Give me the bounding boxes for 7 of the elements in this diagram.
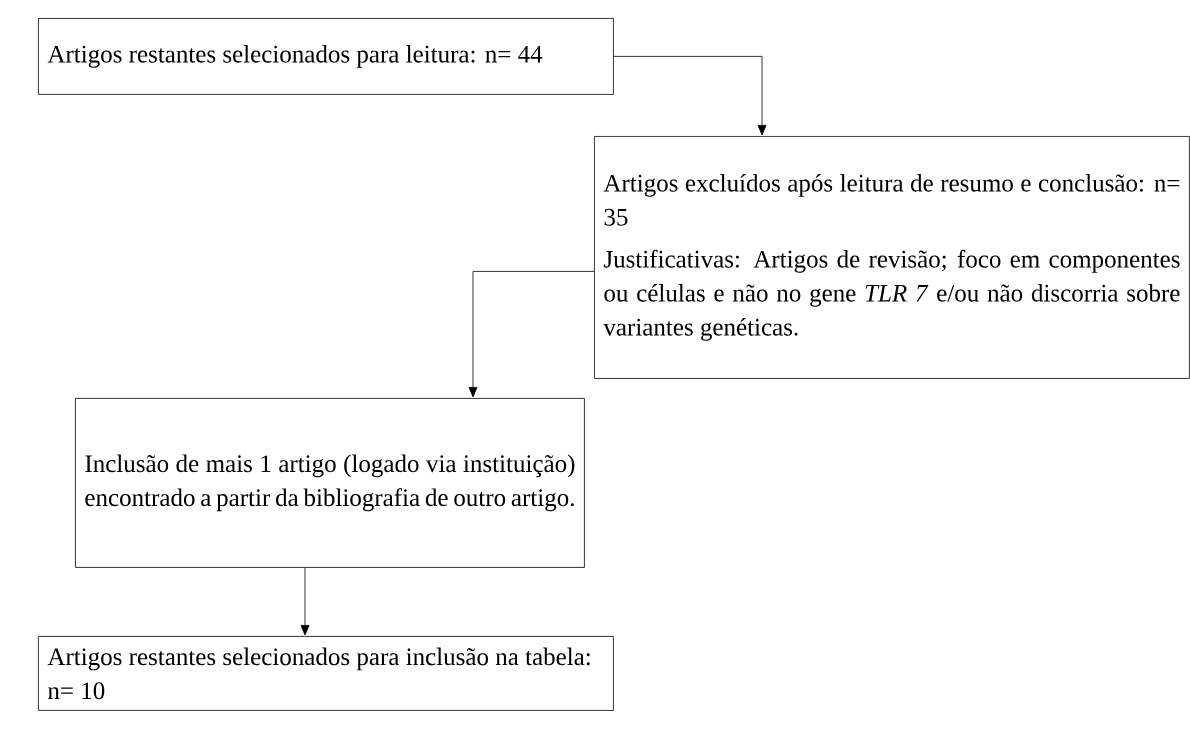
process-box: Inclusão de mais 1 artigo (logado via instituição) encontrado a partir da bibliografia de outro artigo. bbox=[75, 398, 585, 568]
process-box: Artigos excluídos após leitura de resumo e conclusão: n= 35 Justificativas: Artigos de revisão; foco em componentes ou células e não no gene TLR 7 e/ou não discorria sobre variantes genéticas. bbox=[594, 136, 1190, 379]
arrow bbox=[468, 271, 595, 398]
arrow bbox=[613, 56, 767, 136]
process-box: Artigos restantes selecionados para leitura: n= 44 bbox=[38, 18, 614, 95]
process-box: Artigos restantes selecionados para inclusão na tabela: n= 10 bbox=[38, 636, 614, 711]
arrow bbox=[300, 567, 310, 636]
